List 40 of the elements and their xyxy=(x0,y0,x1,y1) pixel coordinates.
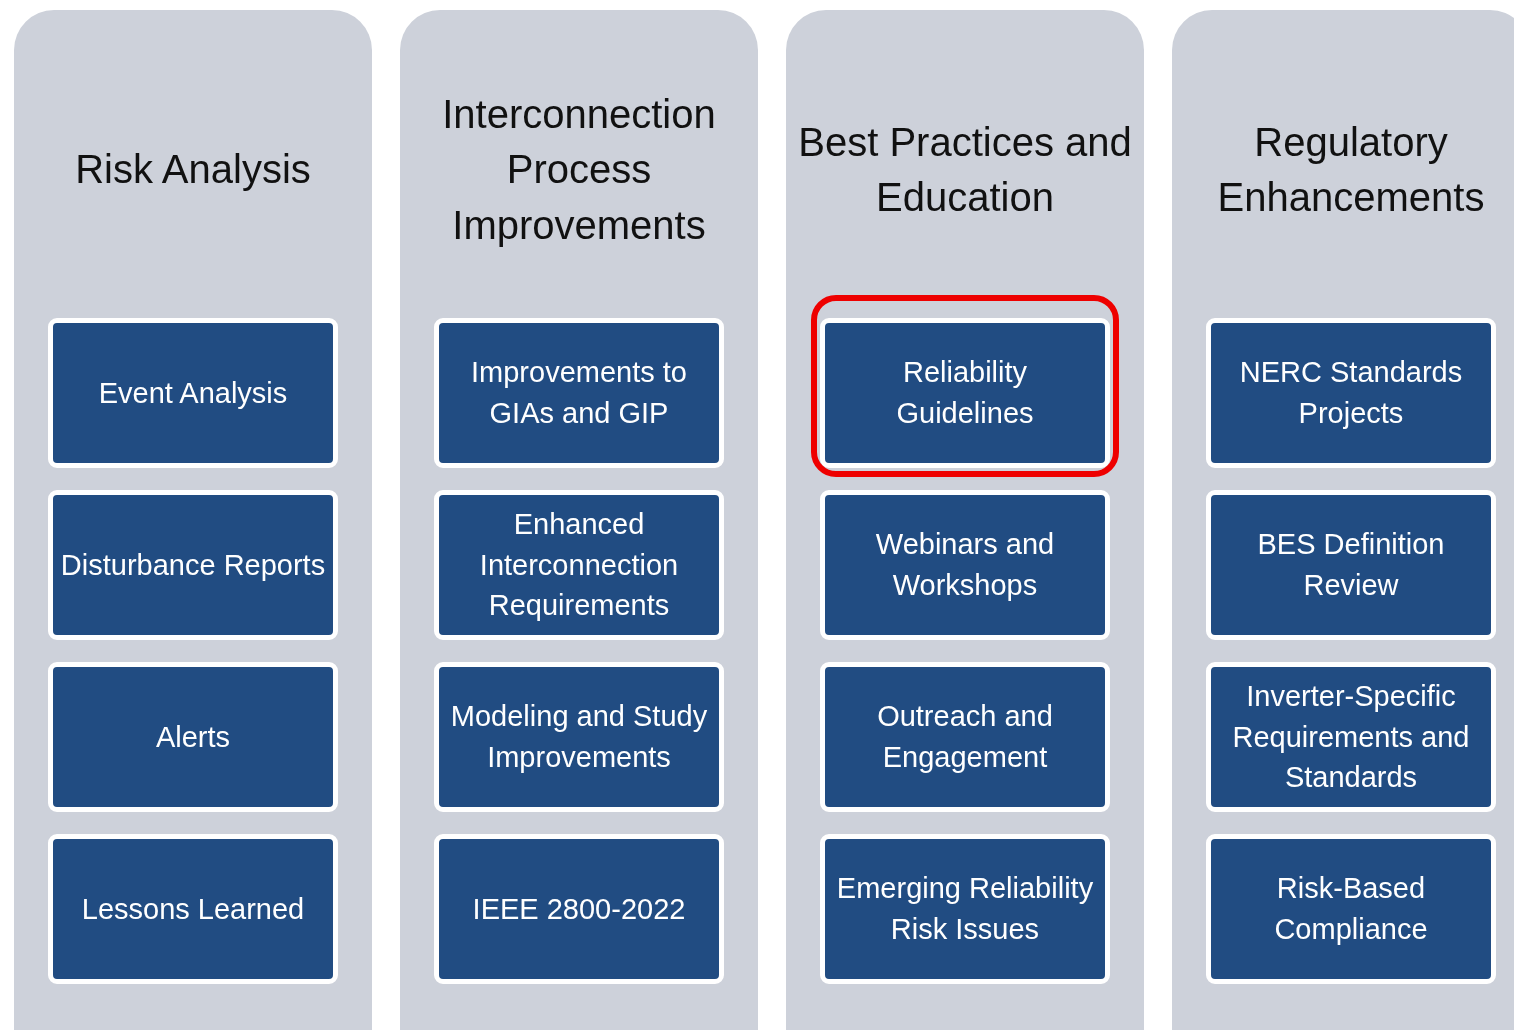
column-panel xyxy=(1172,10,1514,1030)
item-box xyxy=(820,662,1110,812)
item-box xyxy=(1206,490,1496,640)
item-label: Alerts xyxy=(155,719,231,755)
item-label: Risk-Based Compliance xyxy=(1273,871,1429,947)
item-label: Enhanced Interconnection Requirements xyxy=(478,507,680,624)
item-label: Webinars and Workshops xyxy=(874,527,1056,603)
column-panel xyxy=(14,10,372,1030)
item-box xyxy=(48,662,338,812)
item-label: Outreach and Engagement xyxy=(876,699,1054,775)
column-heading: Interconnection Process Improvements xyxy=(441,91,717,249)
item-box xyxy=(1206,834,1496,984)
column-heading: Best Practices and Education xyxy=(797,118,1133,221)
item-box xyxy=(434,662,724,812)
item-label: Disturbance Reports xyxy=(60,547,326,583)
item-box xyxy=(1206,318,1496,468)
item-box xyxy=(48,318,338,468)
item-box xyxy=(820,834,1110,984)
item-label: Improvements to GIAs and GIP xyxy=(470,355,688,431)
item-label: Emerging Reliability Risk Issues xyxy=(835,871,1095,947)
item-label: Reliability Guidelines xyxy=(895,355,1035,431)
column-panel xyxy=(786,10,1144,1030)
item-label: NERC Standards Projects xyxy=(1238,355,1464,431)
item-box xyxy=(48,834,338,984)
item-box xyxy=(820,490,1110,640)
column-heading: Risk Analysis xyxy=(75,146,311,194)
item-box xyxy=(48,490,338,640)
item-box xyxy=(820,318,1110,468)
item-box xyxy=(434,318,724,468)
item-box xyxy=(434,490,724,640)
item-label: IEEE 2800-2022 xyxy=(472,891,686,927)
column-heading: Regulatory Enhancements xyxy=(1216,118,1486,221)
item-box xyxy=(434,834,724,984)
column-panel xyxy=(400,10,758,1030)
item-label: Lessons Learned xyxy=(81,891,305,927)
item-label: Event Analysis xyxy=(98,375,288,411)
item-label: Modeling and Study Improvements xyxy=(449,699,709,775)
item-label: Inverter-Specific Requirements and Standards xyxy=(1231,679,1471,796)
item-box xyxy=(1206,662,1496,812)
item-label: BES Definition Review xyxy=(1256,527,1446,603)
